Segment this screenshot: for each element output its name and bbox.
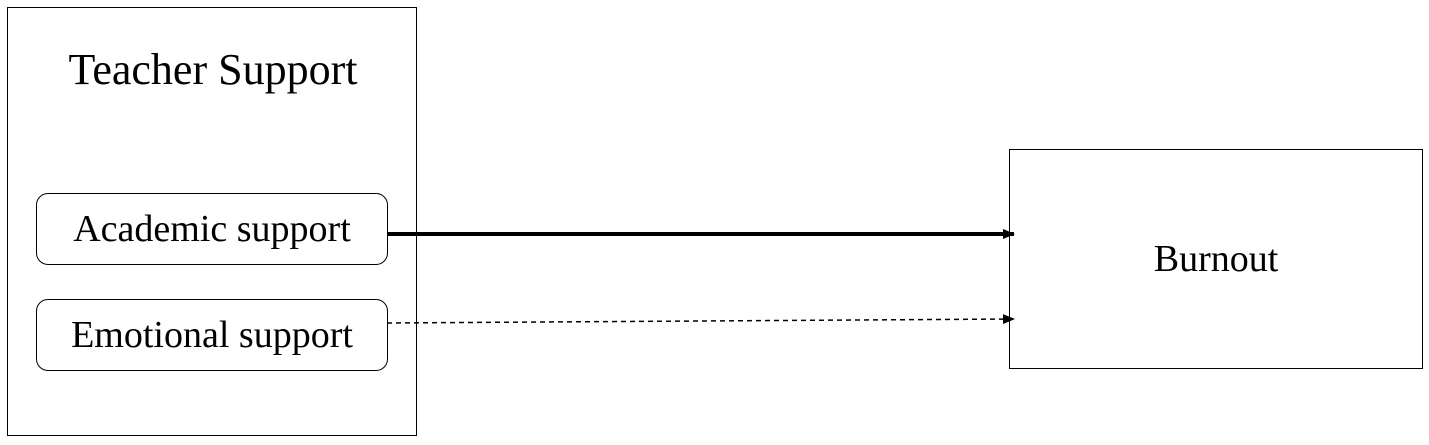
edge-emotional-to-burnout [386,314,1015,325]
academic-support-node: Academic support [36,193,388,265]
teacher-support-group: Teacher Support Academic support Emotion… [7,7,417,436]
emotional-support-node: Emotional support [36,299,388,371]
academic-support-label: Academic support [73,208,351,250]
burnout-label: Burnout [1153,238,1279,280]
group-title: Teacher Support [68,45,358,94]
burnout-node: Burnout [1009,149,1423,369]
emotional-support-label: Emotional support [71,314,353,356]
